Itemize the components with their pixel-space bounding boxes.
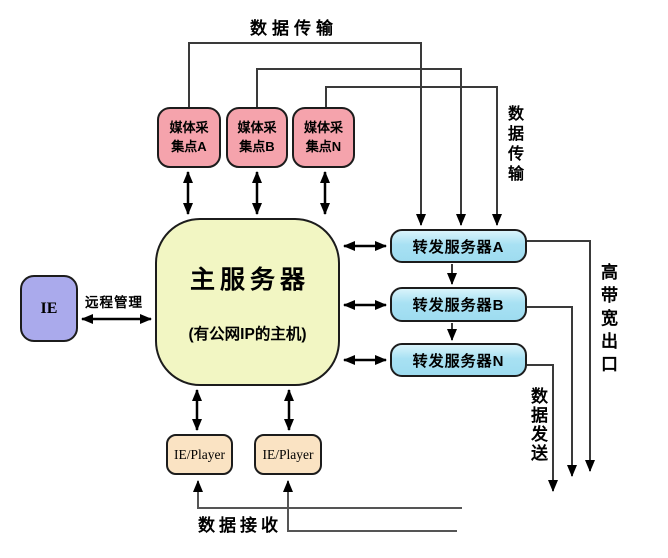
player-1-label: IE/Player bbox=[174, 446, 225, 462]
edge-receive-player2 bbox=[283, 480, 457, 532]
media-collector-n-label: 媒体采集点N bbox=[303, 119, 343, 154]
node-forward-server-a: 转发服务器A bbox=[390, 229, 527, 263]
edge-collector-n-uplink bbox=[325, 86, 502, 226]
node-forward-server-b: 转发服务器B bbox=[390, 287, 527, 322]
edge-collector-b-uplink bbox=[256, 68, 466, 226]
edge-fsa-exit bbox=[527, 240, 595, 472]
edge-collector-a-uplink bbox=[188, 42, 426, 226]
main-server-title: 主服务器 bbox=[189, 266, 310, 294]
node-media-collector-b: 媒体采集点B bbox=[226, 107, 288, 168]
media-collector-b-label: 媒体采集点B bbox=[237, 119, 277, 154]
forward-server-a-label: 转发服务器A bbox=[412, 238, 505, 256]
label-data-transmission-right: 数据传输 bbox=[505, 105, 522, 185]
label-high-bandwidth-exit: 高带宽出口 bbox=[598, 263, 617, 378]
node-player-1: IE/Player bbox=[166, 434, 233, 475]
node-ie-client: IE bbox=[20, 275, 78, 342]
node-media-collector-n: 媒体采集点N bbox=[292, 107, 355, 168]
label-remote-management: 远程管理 bbox=[85, 295, 143, 310]
node-main-server: 主服务器 (有公网IP的主机) bbox=[155, 218, 340, 386]
edge-fsn-exit bbox=[527, 364, 558, 492]
edge-receive-player1 bbox=[193, 480, 462, 509]
node-player-2: IE/Player bbox=[254, 434, 322, 475]
player-2-label: IE/Player bbox=[262, 446, 314, 462]
ie-client-label: IE bbox=[40, 299, 58, 317]
forward-server-b-label: 转发服务器B bbox=[412, 297, 505, 314]
label-data-receive: 数据接收 bbox=[198, 516, 282, 535]
node-forward-server-n: 转发服务器N bbox=[390, 343, 527, 377]
main-server-subtitle: (有公网IP的主机) bbox=[188, 326, 307, 343]
forward-server-n-label: 转发服务器N bbox=[412, 352, 505, 370]
media-collector-a-label: 媒体采集点A bbox=[169, 119, 209, 154]
label-data-send: 数据发送 bbox=[528, 387, 547, 463]
node-media-collector-a: 媒体采集点A bbox=[157, 107, 221, 168]
edge-fsb-exit bbox=[527, 306, 577, 477]
label-data-transmission-top: 数据传输 bbox=[250, 19, 338, 38]
